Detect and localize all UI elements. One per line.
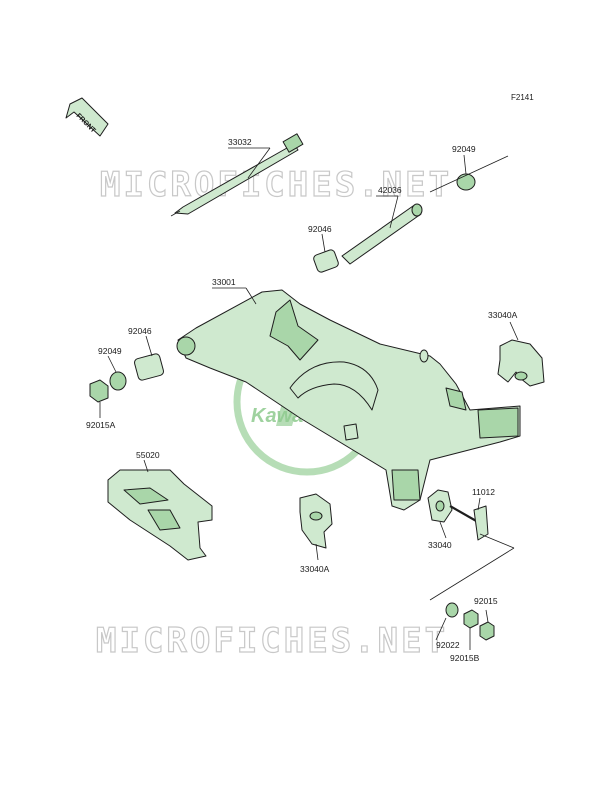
label-33001: 33001	[212, 277, 236, 287]
label-33032: 33032	[228, 137, 252, 147]
pivot-shaft-33032	[170, 133, 304, 217]
adjuster-plate-33040A-bottom	[299, 493, 333, 549]
label-92015B: 92015B	[450, 653, 480, 663]
figure-code: F2141	[511, 93, 534, 102]
label-33040A-bottom: 33040A	[300, 564, 330, 574]
nut-92015B	[463, 609, 479, 629]
chain-guide-55020	[107, 469, 213, 561]
washer-92022	[445, 602, 459, 618]
label-11012: 11012	[472, 487, 495, 497]
nut-92015	[479, 621, 495, 641]
bearing-92046-left	[133, 353, 165, 381]
bolt-11012	[449, 505, 489, 541]
label-92046-top: 92046	[308, 224, 332, 234]
front-arrow-icon: FRONT	[65, 97, 109, 137]
label-42036: 42036	[378, 185, 402, 195]
adjuster-plate-33040A-right	[497, 339, 545, 387]
label-92015A: 92015A	[86, 420, 116, 430]
label-33040: 33040	[428, 540, 452, 550]
sleeve-42036	[341, 205, 422, 265]
bearing-92046-top	[313, 249, 339, 273]
label-92049-top: 92049	[452, 144, 476, 154]
label-92049-left: 92049	[98, 346, 122, 356]
seal-92049-left	[109, 371, 127, 391]
swingarm-33001	[176, 289, 521, 511]
label-92046-left: 92046	[128, 326, 152, 336]
label-33040A-right: 33040A	[488, 310, 518, 320]
seal-92049-top	[456, 173, 476, 191]
watermark-top: MICROFICHES.NET	[100, 165, 452, 205]
label-92022: 92022	[436, 640, 460, 650]
watermark-bottom: MICROFICHES.NET	[96, 621, 448, 661]
label-92015: 92015	[474, 596, 498, 606]
nut-92015A	[89, 379, 109, 403]
label-55020: 55020	[136, 450, 160, 460]
